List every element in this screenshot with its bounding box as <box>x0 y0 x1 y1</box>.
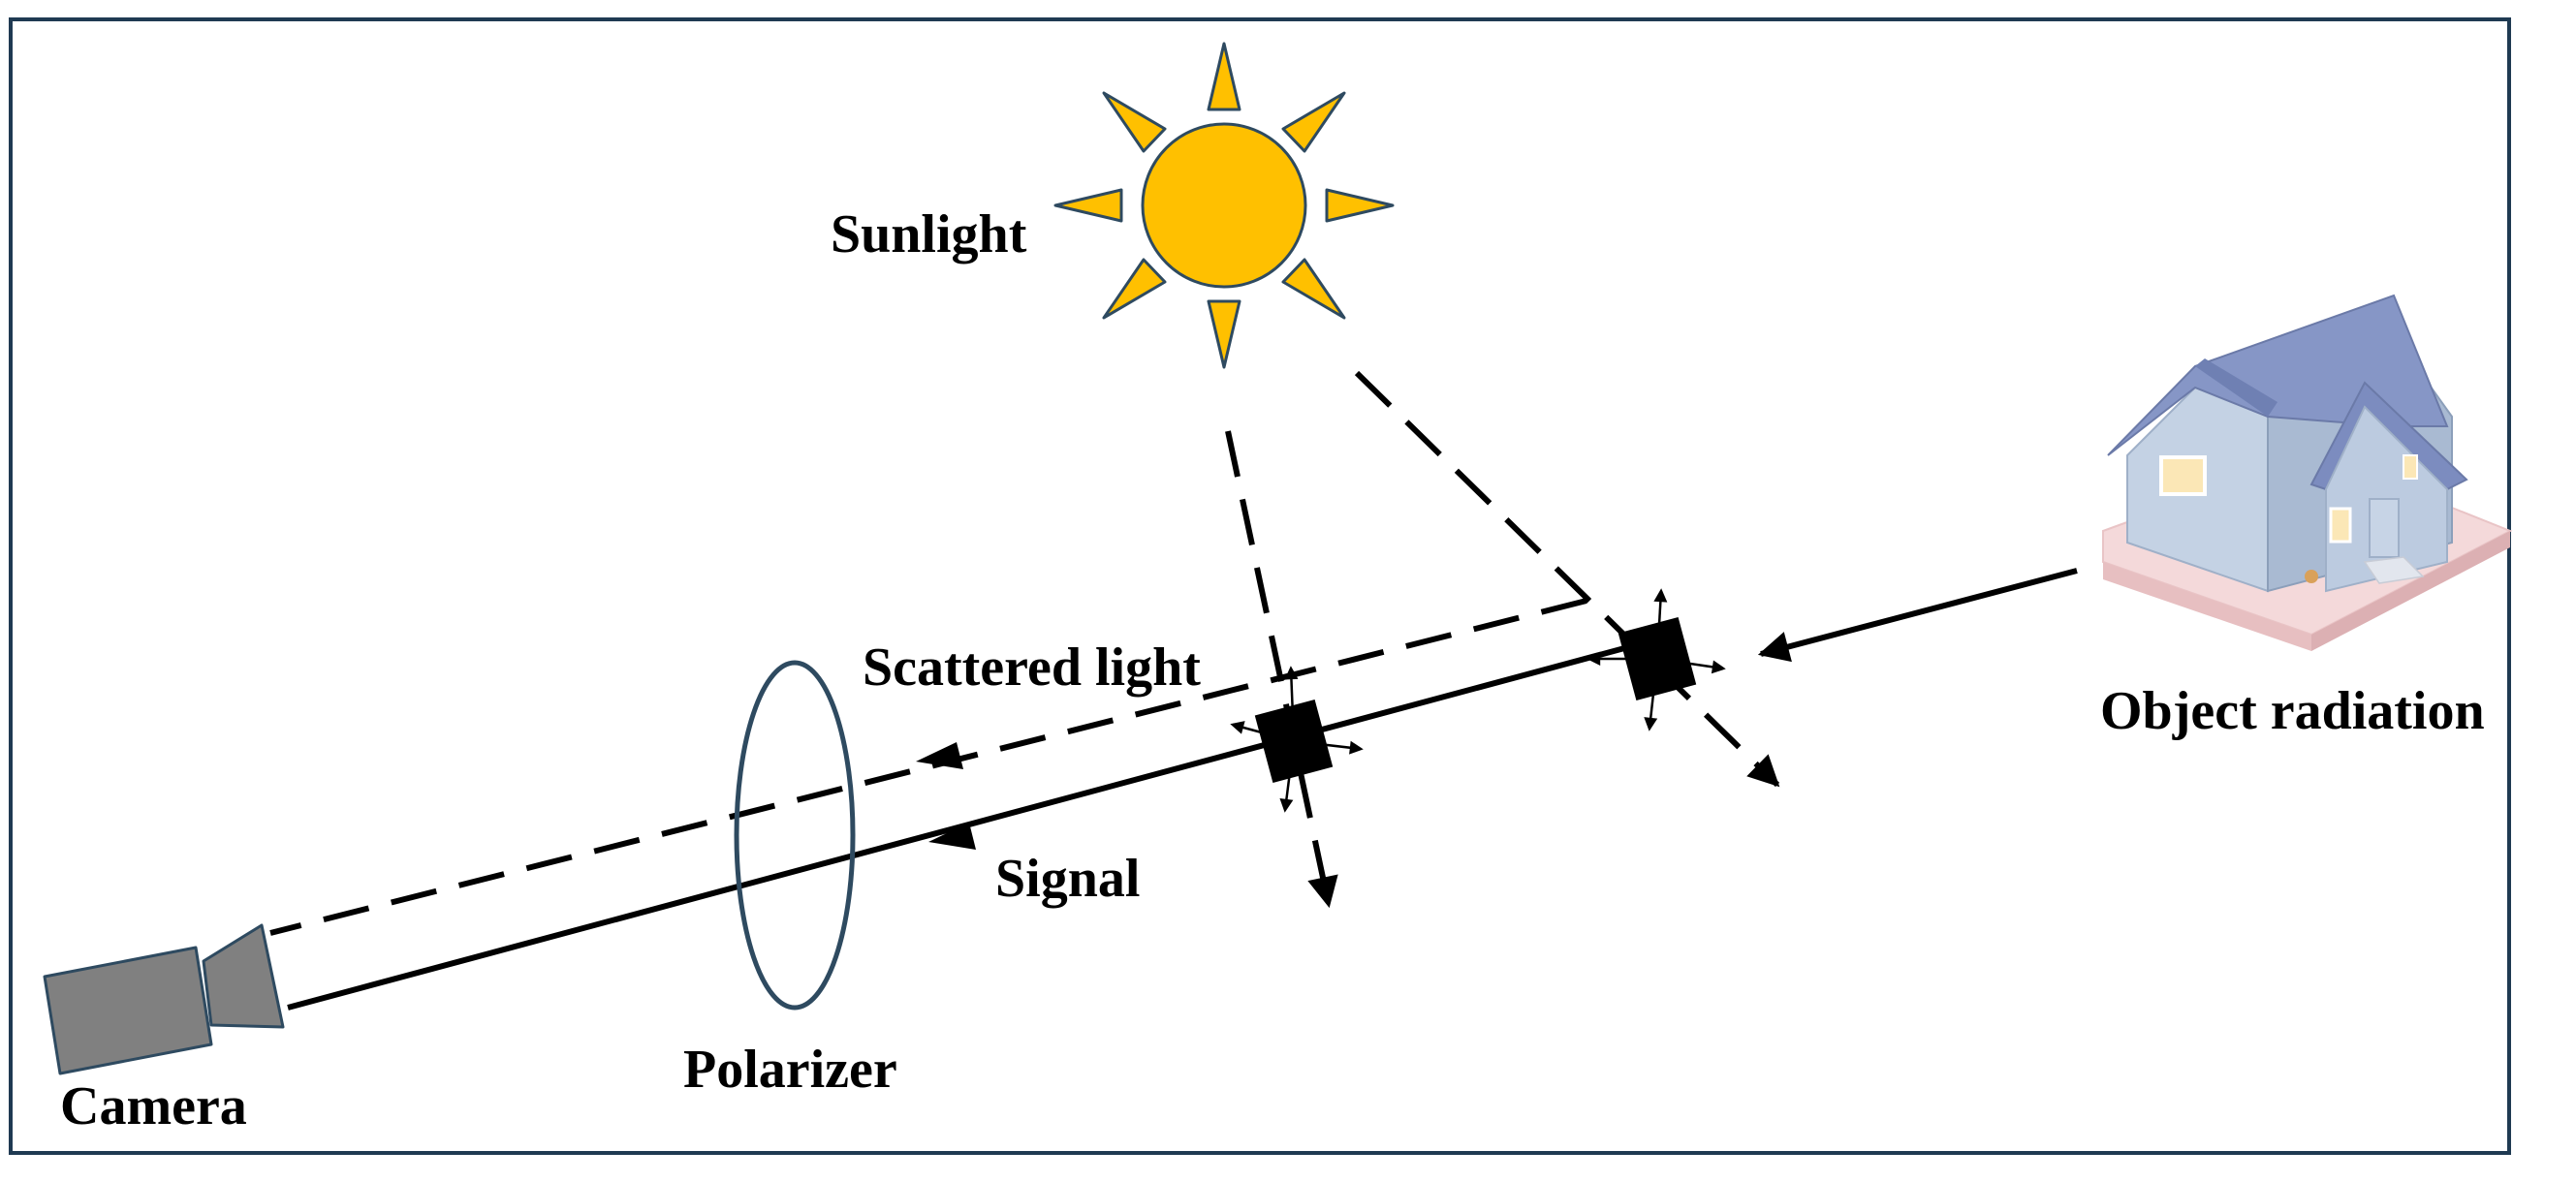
scattered-light-path <box>269 598 1587 936</box>
scattered-light-label: Scattered light <box>863 638 1201 698</box>
house-icon <box>2102 294 2513 651</box>
scattering-particle <box>1586 588 1726 731</box>
scattered-light-arrowhead <box>916 742 963 769</box>
sun-ray-right <box>1354 370 1780 788</box>
polarizer-ellipse <box>734 660 856 1011</box>
camera-label: Camera <box>60 1076 247 1136</box>
signal-label: Signal <box>995 849 1140 909</box>
sun-ray-left <box>1225 430 1338 909</box>
sun-icon <box>1053 42 1395 369</box>
object-radiation-arrow <box>1757 568 2078 663</box>
signal-arrowhead <box>928 823 976 850</box>
signal-path <box>287 644 1629 1011</box>
scattering-particle <box>1230 666 1364 813</box>
sunlight-label: Sunlight <box>831 204 1027 264</box>
object-radiation-label: Object radiation <box>2100 681 2485 741</box>
camera-icon <box>43 923 285 1075</box>
polarizer-label: Polarizer <box>683 1040 897 1100</box>
